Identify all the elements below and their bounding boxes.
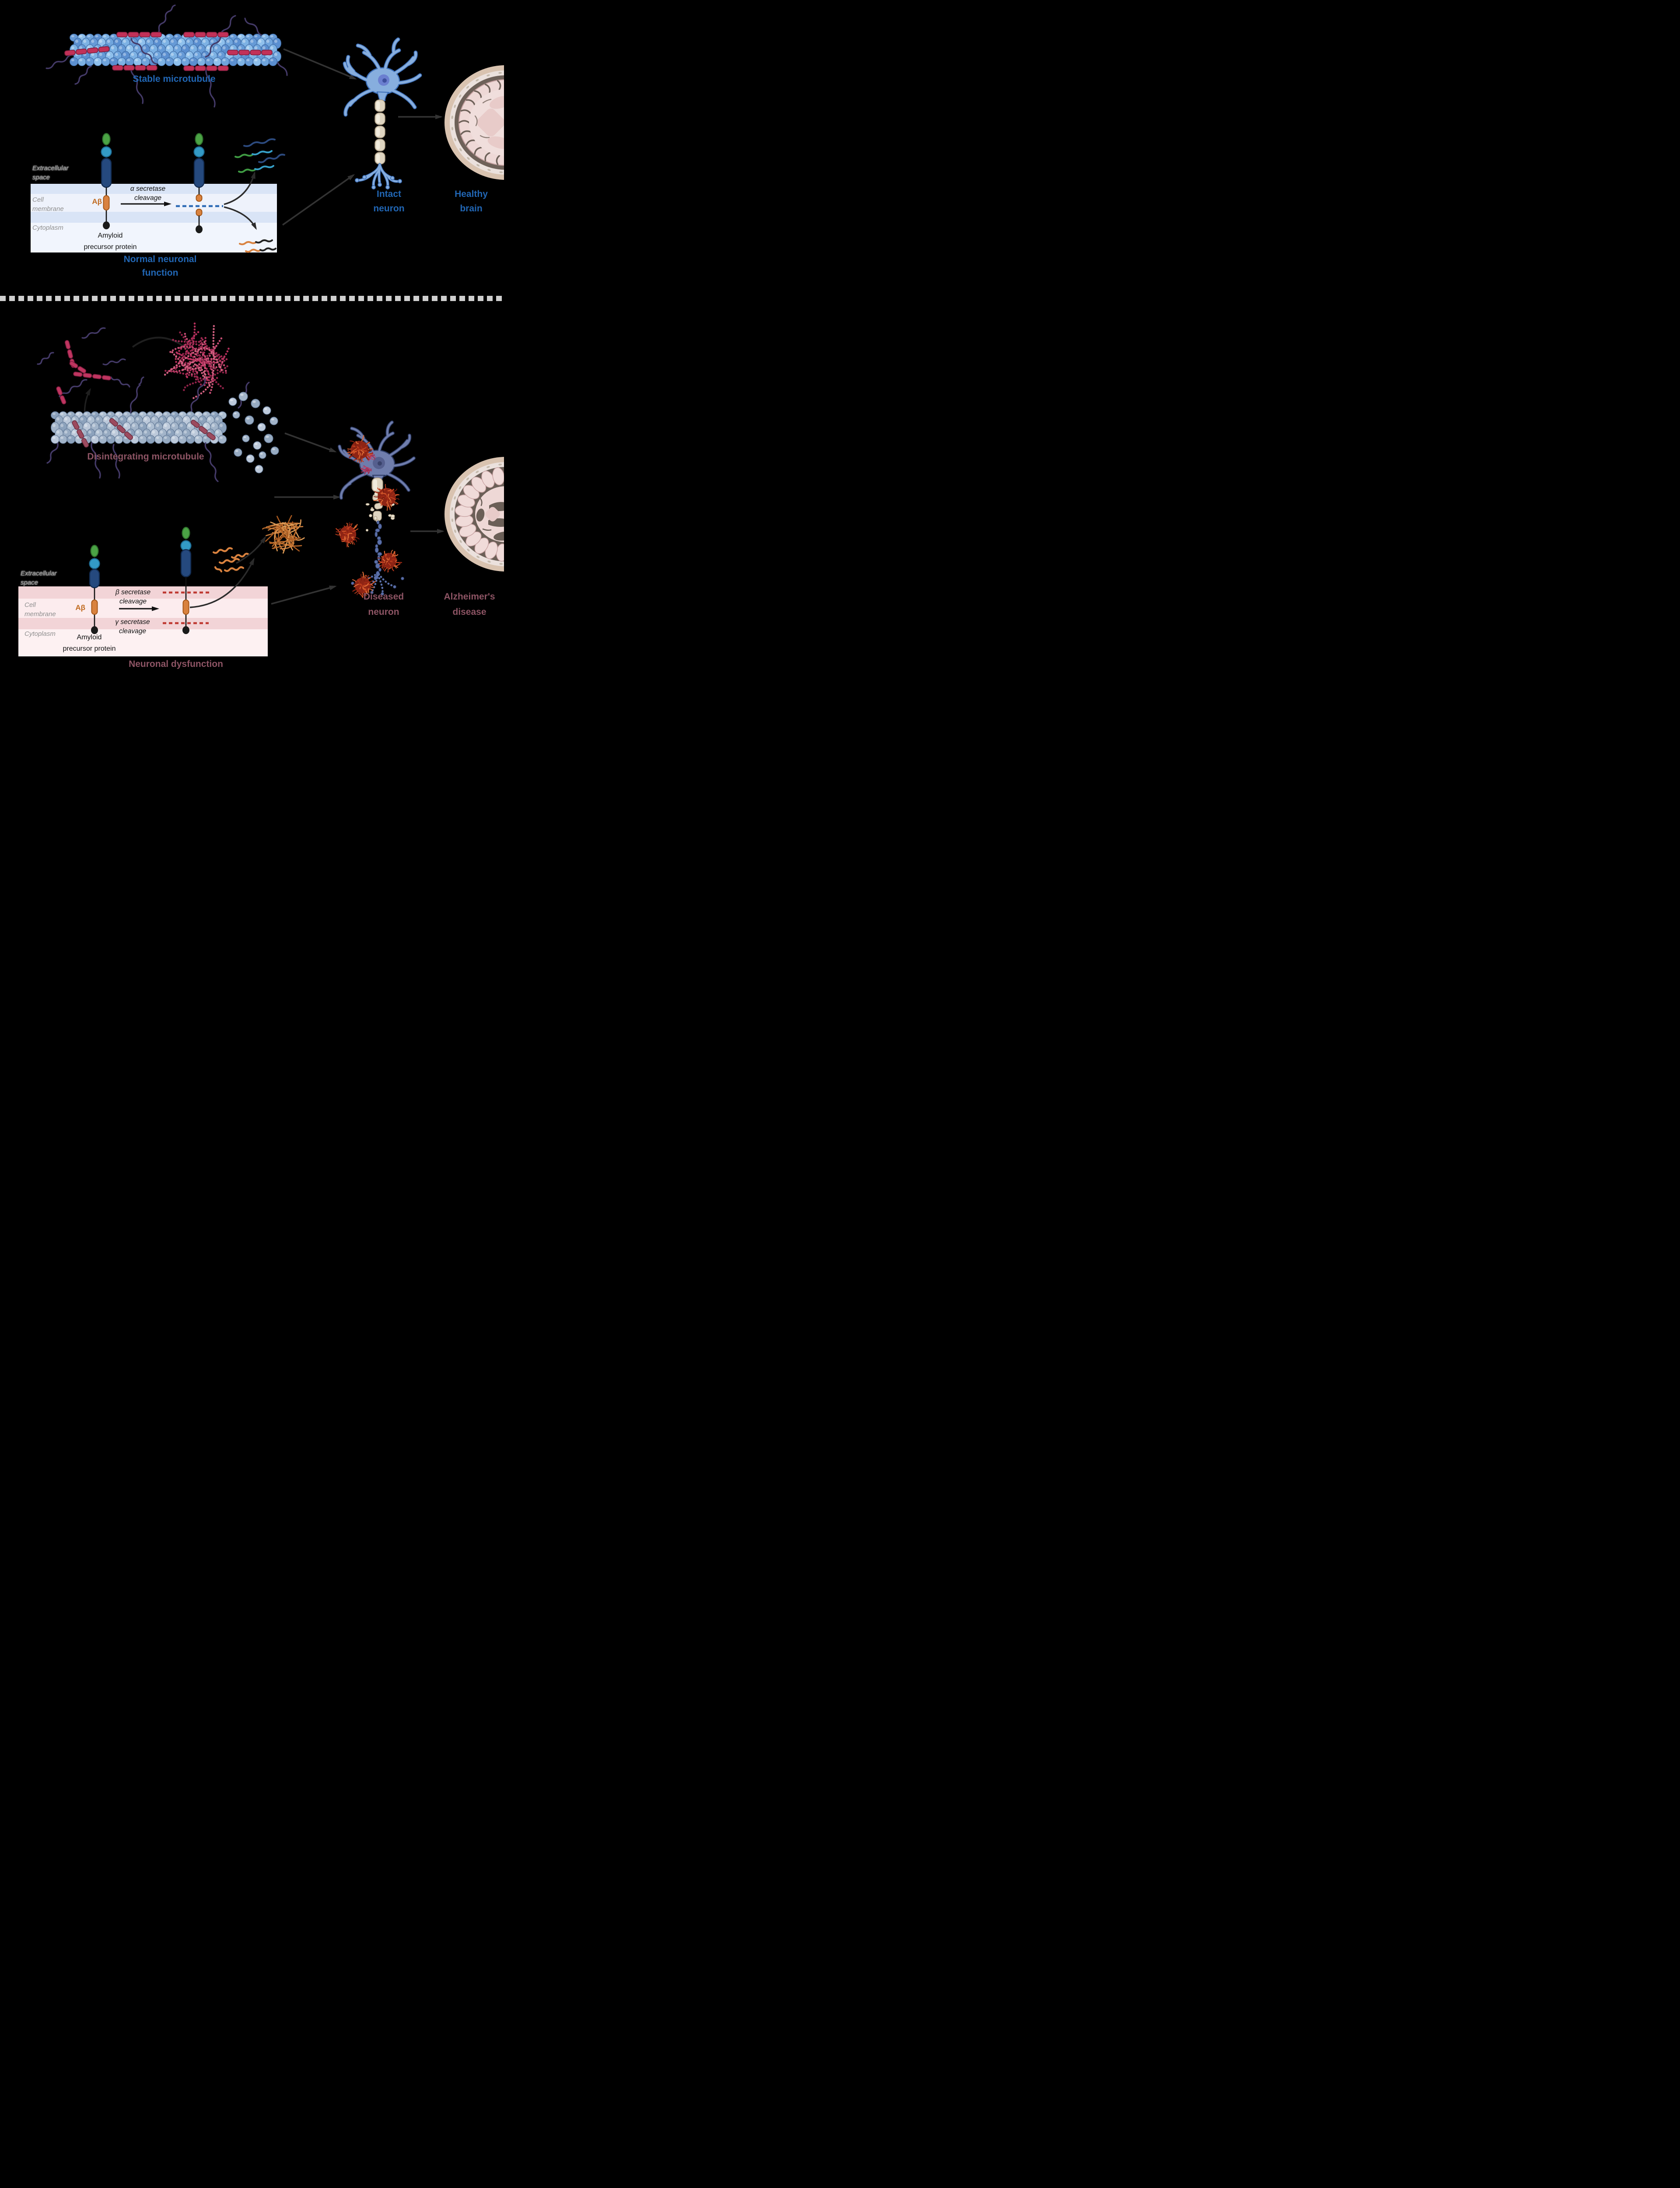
app-molecules-top xyxy=(101,133,205,233)
intact-neuron-line2: neuron xyxy=(373,203,405,214)
cell-membrane-label-top: Cell membrane xyxy=(32,195,64,214)
cell-membrane-panel-top xyxy=(31,184,277,252)
app-molecules-bottom xyxy=(89,526,192,634)
tau-protein-icon xyxy=(69,361,87,374)
tau-protein-icon xyxy=(227,49,273,56)
healthy-brain-label: Healthy brain xyxy=(455,187,488,216)
healthy-brain-figure xyxy=(444,65,504,180)
extracellular-line2: space xyxy=(32,174,50,181)
arrow-tangle-to-diseased-neuron xyxy=(284,432,337,452)
tau-protein-icon xyxy=(190,420,216,441)
gamma-secretase-line1: γ secretase xyxy=(115,618,150,626)
disintegrating-microtubule-figure xyxy=(46,376,250,482)
extracellular-line1: Extracellular xyxy=(21,570,57,577)
extracellular-space-label-bottom: Extracellular space xyxy=(21,569,57,587)
abeta-label-top: Aβ xyxy=(92,197,102,206)
arrow-membrane-to-neuron xyxy=(282,174,355,226)
stable-microtubule-label: Stable microtubule xyxy=(133,74,216,84)
diseased-neuron-line2: neuron xyxy=(368,607,399,617)
tau-protein-icon xyxy=(73,372,112,381)
neuronal-dysfunction-caption: Neuronal dysfunction xyxy=(129,659,223,669)
abeta-label-bottom: Aβ xyxy=(75,603,85,612)
amyloid-plaque-icon xyxy=(347,435,374,463)
cell-membrane-panel-bottom xyxy=(18,586,268,656)
alpha-secretase-label: α secretase cleavage xyxy=(130,184,165,203)
arrow-abeta-to-plaque xyxy=(236,536,266,564)
alpha-secretase-line1: α secretase xyxy=(130,185,166,193)
detached-tau-figure xyxy=(37,327,130,405)
app-label-bottom: Amyloid precursor protein xyxy=(63,632,116,655)
beta-secretase-line2: cleavage xyxy=(119,598,147,605)
figure-canvas: Stable microtubule Extracellular space C… xyxy=(0,0,504,688)
tau-protein-icon xyxy=(112,65,158,71)
cell-membrane-line2: membrane xyxy=(24,610,56,618)
intracellular-tangle-icon xyxy=(360,465,372,475)
intact-neuron-label: Intact neuron xyxy=(373,187,404,216)
beta-cleavage-arrow xyxy=(119,606,159,611)
cell-membrane-line1: Cell xyxy=(24,601,36,609)
extracellular-line2: space xyxy=(21,579,38,586)
tau-protein-icon xyxy=(183,32,229,38)
amyloid-plaque-icon xyxy=(373,484,400,511)
extracellular-line1: Extracellular xyxy=(32,165,69,172)
beta-secretase-line1: β secretase xyxy=(115,589,151,596)
extracellular-space-label-top: Extracellular space xyxy=(32,164,69,182)
tau-protein-icon xyxy=(116,32,162,38)
normal-function-line1: Normal neuronal xyxy=(123,254,197,264)
arrow-diseased-neuron-to-brain xyxy=(410,529,444,534)
abeta-monomers xyxy=(212,547,250,573)
abeta-oligomer-figure xyxy=(262,515,305,554)
app-line1: Amyloid xyxy=(77,634,102,641)
alzheimers-line2: disease xyxy=(452,607,486,617)
arrow-microtubule-to-neuron xyxy=(283,48,357,80)
alpha-cleavage-arrow xyxy=(121,201,172,207)
tau-protein-icon xyxy=(72,420,89,448)
arrow-microtubule-to-diseased-neuron xyxy=(274,494,341,500)
tau-protein-icon xyxy=(56,386,66,405)
arrow-membrane-to-diseased-neuron xyxy=(271,586,337,605)
app-line2: precursor protein xyxy=(63,645,116,652)
amyloid-plaque-icon xyxy=(377,550,402,573)
disintegrating-microtubule-label: Disintegrating microtubule xyxy=(87,452,204,462)
cell-membrane-line2: membrane xyxy=(32,205,64,213)
cytoplasm-label-top: Cytoplasm xyxy=(32,224,63,231)
diseased-neuron-line1: Diseased xyxy=(363,592,404,602)
diseased-neuron-label: Diseased neuron xyxy=(364,589,404,620)
gamma-secretase-label: γ secretase cleavage xyxy=(115,617,150,636)
diseased-neuron-figure xyxy=(335,421,416,598)
healthy-brain-line1: Healthy xyxy=(455,189,488,199)
cytoplasm-label-bottom: Cytoplasm xyxy=(24,630,56,638)
arrow-release-cterm xyxy=(224,206,257,230)
beta-secretase-label: β secretase cleavage xyxy=(116,588,150,606)
app-line1: Amyloid xyxy=(98,232,123,239)
illustration-canvas xyxy=(0,4,504,656)
tau-protein-icon xyxy=(64,46,110,56)
alzheimers-disease-label: Alzheimer's disease xyxy=(444,589,495,620)
normal-function-line2: function xyxy=(142,268,178,278)
neurofibrillary-tangle-figure xyxy=(163,321,230,399)
amyloid-plaque-icon xyxy=(352,572,376,598)
cterm-fragments xyxy=(239,239,276,253)
amyloid-plaque-icon xyxy=(335,522,360,547)
cell-membrane-label-bottom: Cell membrane xyxy=(24,600,56,619)
app-line2: precursor protein xyxy=(84,243,137,251)
arrow-neuron-to-brain xyxy=(398,114,443,119)
cell-membrane-line1: Cell xyxy=(32,196,44,203)
normal-function-caption: Normal neuronal function xyxy=(124,252,197,280)
app-label-top: Amyloid precursor protein xyxy=(84,230,137,253)
alzheimers-line1: Alzheimer's xyxy=(444,592,495,602)
tau-protein-icon xyxy=(183,65,229,71)
diseased-brain-figure xyxy=(444,457,504,572)
healthy-brain-line2: brain xyxy=(460,203,483,214)
alpha-secretase-line2: cleavage xyxy=(134,194,162,202)
intact-neuron-line1: Intact xyxy=(376,189,402,199)
arrow-release-sapp xyxy=(224,171,256,205)
stable-microtubule-figure xyxy=(46,4,288,108)
sapp-fragments xyxy=(234,138,285,173)
tau-protein-icon xyxy=(109,418,133,440)
arrow-abeta-release xyxy=(189,558,255,608)
tubulin-subunits-scatter xyxy=(228,392,279,473)
gamma-secretase-line2: cleavage xyxy=(119,628,147,635)
intact-neuron-figure xyxy=(343,37,422,189)
